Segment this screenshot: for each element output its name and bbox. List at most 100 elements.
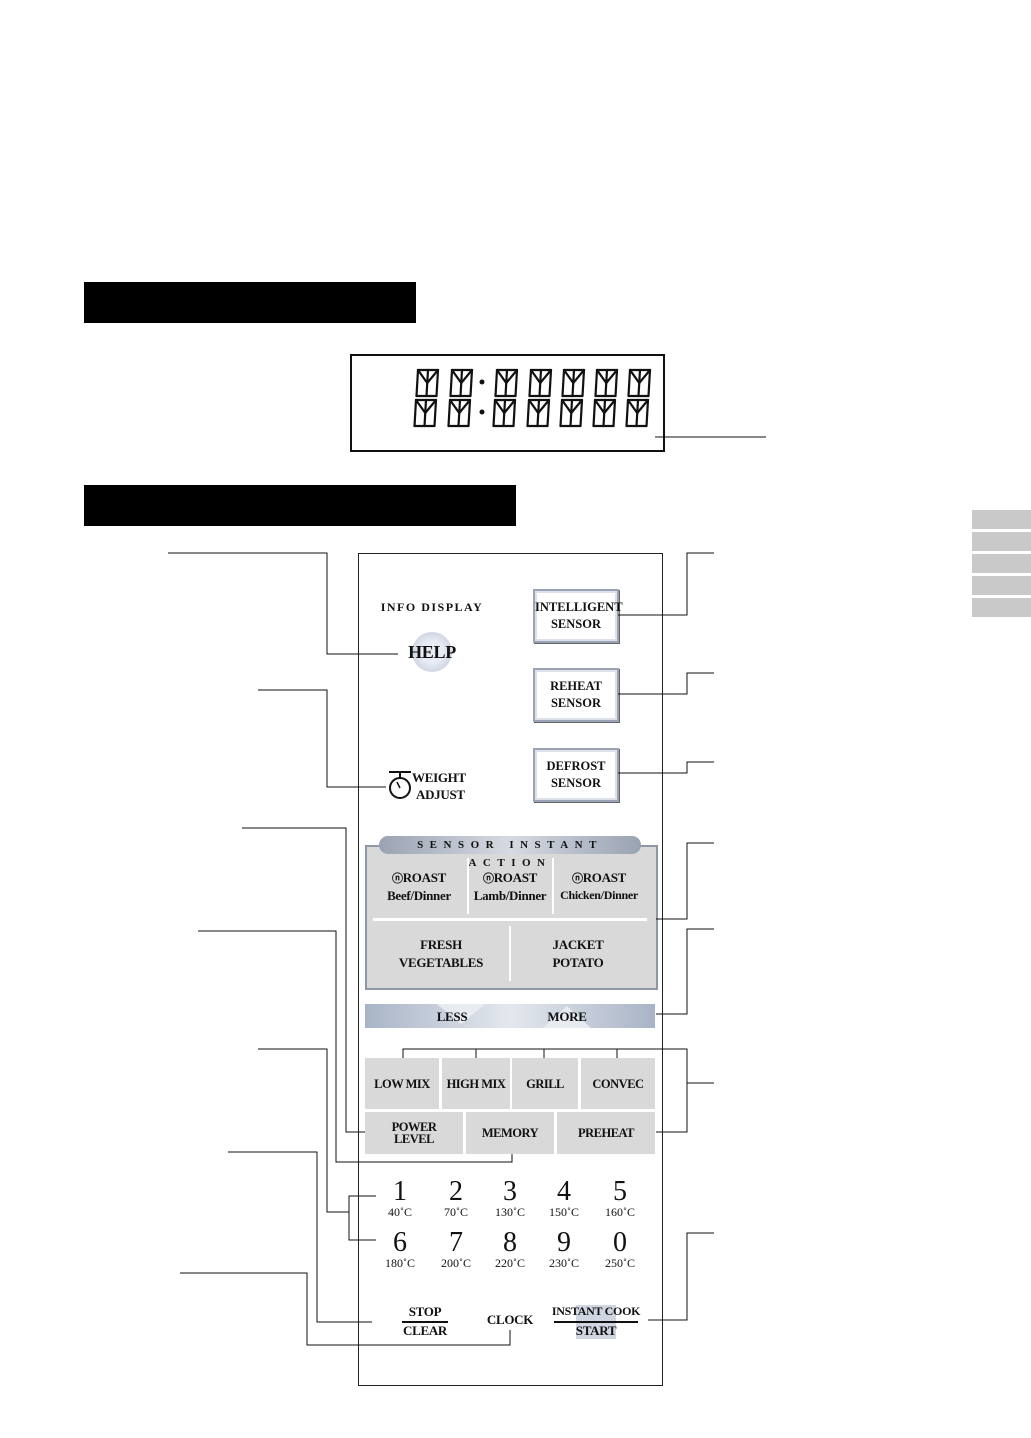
sensor-instant-action-header: SENSOR INSTANT ACTION <box>379 836 641 869</box>
instant-cook-start-button[interactable]: INSTANT COOK START <box>548 1303 644 1341</box>
lcd-digit-0-segment <box>426 368 440 385</box>
digit-2-button[interactable]: 2 70˚C <box>436 1178 476 1220</box>
start-label: START <box>575 1323 617 1338</box>
digit-9-temp: 230˚C <box>549 1256 579 1270</box>
lcd-digit-5-segment <box>614 368 619 398</box>
lcd-digit-3-segment <box>539 368 553 385</box>
digit-4-number: 4 <box>557 1176 571 1207</box>
high-mix-button[interactable]: HIGH MIX <box>442 1058 510 1109</box>
lcd-digit-4-b-segment <box>560 398 573 415</box>
digit-6-temp: 180˚C <box>385 1256 415 1270</box>
lcd-digit-2-segment <box>514 368 519 398</box>
lcd-digit-6-segment <box>627 368 632 398</box>
digit-0-button[interactable]: 0 250˚C <box>600 1227 640 1271</box>
callout-line-modes <box>402 1048 688 1133</box>
digit-8-number: 8 <box>503 1227 517 1258</box>
digit-7-button[interactable]: 7 200˚C <box>436 1227 476 1271</box>
callout-line-help <box>168 552 398 655</box>
memory-button[interactable]: MEMORY <box>466 1112 554 1154</box>
jacket-potato-line2: POTATO <box>552 955 604 970</box>
digit-0-number: 0 <box>613 1227 627 1258</box>
info-display-label: INFO DISPLAY <box>380 600 484 614</box>
lcd-digit-0-segment <box>435 368 440 398</box>
digit-5-button[interactable]: 5 160˚C <box>600 1178 640 1220</box>
convec-button[interactable]: CONVEC <box>581 1058 655 1109</box>
lcd-digit-2-b-segment <box>492 398 497 428</box>
lcd-digit-5-b-segment <box>612 398 617 428</box>
callout-line-numbers-2 <box>348 1212 376 1241</box>
roast-chicken-title: ROAST <box>582 870 627 885</box>
sia-divider-v1 <box>467 858 469 914</box>
callout-line-modes-2 <box>475 1049 618 1058</box>
lcd-digit-6-b-segment <box>626 398 639 415</box>
digit-8-temp: 220˚C <box>495 1256 525 1270</box>
reheat-sensor-line1: REHEAT <box>550 679 602 693</box>
roast-chicken-button[interactable]: ⓝROAST Chicken/Dinner <box>552 869 646 909</box>
defrost-sensor-button[interactable]: DEFROST SENSOR <box>533 748 619 802</box>
digit-2-temp: 70˚C <box>444 1205 468 1219</box>
lcd-digit-0-b-segment <box>433 398 438 428</box>
lcd-colon-dot <box>479 379 485 385</box>
lcd-digit-1-b-segment <box>447 398 452 428</box>
lcd-digit-1-b-segment <box>448 398 461 415</box>
lcd-colon-dot <box>479 409 485 415</box>
callout-line-numbers-1 <box>258 1048 376 1213</box>
jacket-potato-button[interactable]: JACKET POTATO <box>510 936 646 976</box>
digit-9-button[interactable]: 9 230˚C <box>544 1229 584 1271</box>
lcd-digit-1-b-segment <box>467 398 472 428</box>
digit-6-number: 6 <box>393 1227 407 1258</box>
preheat-button[interactable]: PREHEAT <box>557 1112 655 1154</box>
weight-adjust-line1: WEIGHT <box>412 770 466 785</box>
digit-1-button[interactable]: 1 40˚C <box>380 1178 420 1220</box>
clock-button[interactable]: CLOCK <box>486 1312 534 1327</box>
fresh-vegetables-line1: FRESH <box>420 937 462 952</box>
stop-label: STOP <box>408 1304 442 1319</box>
display-heading-bar <box>84 282 416 323</box>
fresh-vegetables-button[interactable]: FRESH VEGETABLES <box>372 936 510 976</box>
lcd-digit-5-b-segment <box>603 398 617 415</box>
callout-line-clock <box>180 1272 511 1346</box>
clear-label: CLEAR <box>402 1323 447 1338</box>
stop-clear-divider <box>402 1321 448 1323</box>
low-mix-button[interactable]: LOW MIX <box>365 1058 439 1109</box>
digit-7-number: 7 <box>449 1227 463 1258</box>
callout-line-start <box>648 1232 714 1321</box>
lcd-digit-5-b-segment <box>593 398 606 415</box>
jacket-potato-line1: JACKET <box>552 937 604 952</box>
digit-3-button[interactable]: 3 130˚C <box>490 1178 530 1220</box>
digit-4-button[interactable]: 4 150˚C <box>544 1176 584 1220</box>
lcd-digit-6-b-segment <box>636 398 650 415</box>
intelligent-sensor-button[interactable]: INTELLIGENT SENSOR <box>533 589 623 643</box>
weight-adjust-button[interactable]: WEIGHT ADJUST <box>386 768 482 804</box>
roast-lamb-button[interactable]: ⓝROAST Lamb/Dinner <box>466 869 554 909</box>
weight-scale-icon <box>389 771 411 799</box>
sia-divider-v3 <box>509 926 511 981</box>
reheat-sensor-button[interactable]: REHEAT SENSOR <box>533 668 619 722</box>
digit-6-button[interactable]: 6 180˚C <box>380 1227 420 1271</box>
stop-clear-button[interactable]: STOP CLEAR <box>392 1303 458 1341</box>
less-more-bar: LESS MORE <box>365 1004 655 1028</box>
roast-beef-button[interactable]: ⓝROAST Beef/Dinner <box>372 869 466 909</box>
digit-8-button[interactable]: 8 220˚C <box>490 1227 530 1271</box>
help-button[interactable]: HELP <box>400 632 464 676</box>
lcd-digit-0-segment <box>415 368 420 398</box>
lcd-digit-2-segment <box>495 368 508 385</box>
lcd-digit-2-b-segment <box>493 398 506 415</box>
weight-scale-icon: ⓝ <box>392 873 403 885</box>
sia-divider-h <box>373 918 647 921</box>
lcd-digit-5-segment <box>605 368 619 385</box>
sia-divider-v2 <box>552 858 554 914</box>
power-level-button[interactable]: POWER LEVEL <box>365 1112 463 1154</box>
callout-line-memory <box>198 930 513 1163</box>
fresh-vegetables-line2: VEGETABLES <box>398 955 484 970</box>
lcd-digit-3-segment <box>548 368 553 398</box>
roast-lamb-line1: ⓝROAST <box>466 869 554 888</box>
less-button[interactable]: LESS <box>436 1009 468 1024</box>
instant-cook-divider <box>554 1321 638 1323</box>
callout-line-sia <box>656 842 714 920</box>
lcd-digit-4-segment <box>562 368 575 385</box>
power-level-line1: POWER <box>391 1120 437 1134</box>
grill-button[interactable]: GRILL <box>512 1058 578 1109</box>
instant-cook-label: INSTANT COOK <box>551 1304 641 1318</box>
more-button[interactable]: MORE <box>547 1009 587 1024</box>
